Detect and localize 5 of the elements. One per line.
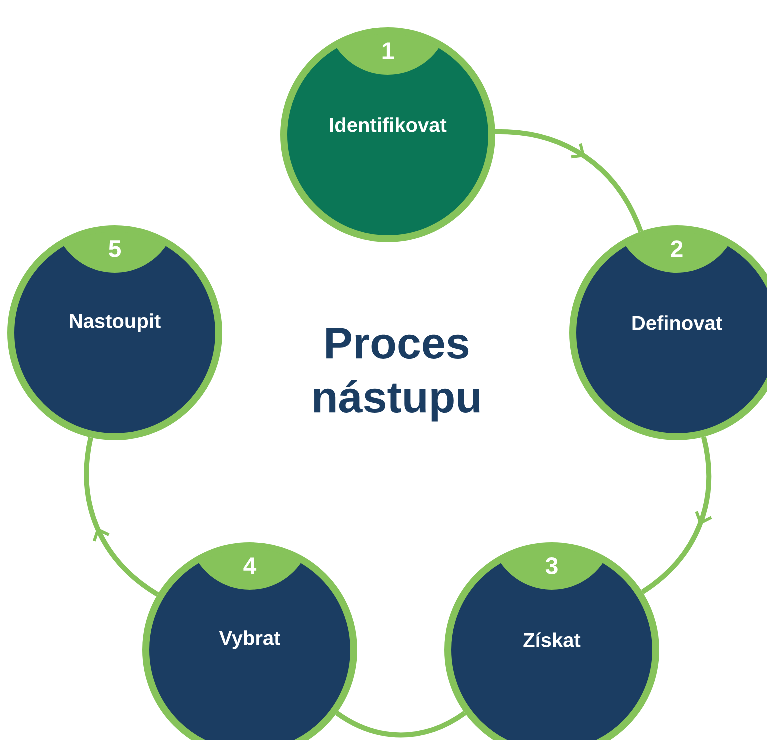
- title: Proces nástupu: [314, 328, 480, 422]
- step-number: 1: [382, 42, 394, 60]
- step-number: 5: [109, 240, 121, 258]
- step-label: Identifikovat: [330, 118, 447, 132]
- step-label: Nastoupit: [70, 314, 161, 332]
